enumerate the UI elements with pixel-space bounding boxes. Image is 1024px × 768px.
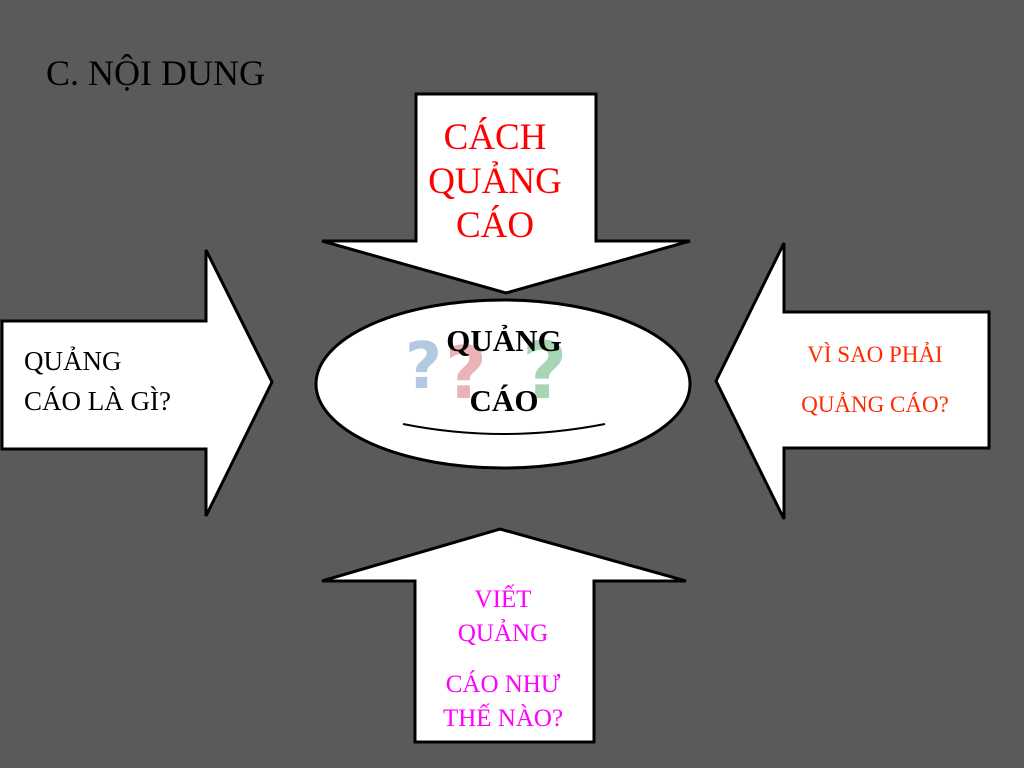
arrow-top-line: QUẢNG [428, 161, 562, 202]
arrow-bottom-line: CÁO NHƯ [445, 671, 561, 698]
arrow-left [0, 249, 274, 517]
arrow-bottom [321, 527, 687, 744]
svg-text:?: ? [522, 327, 567, 417]
arrow-top-label: CÁCH QUẢNG CÁO [400, 116, 590, 248]
arrow-top [321, 92, 691, 295]
arrow-right-line: QUẢNG CÁO? [801, 392, 949, 417]
arrow-right [714, 242, 991, 520]
arrow-bottom-label: VIẾT QUẢNG CÁO NHƯ THẾ NÀO? [418, 583, 588, 736]
arrow-bottom-line: VIẾT [474, 586, 532, 613]
question-marks-icon: ? ? ? [405, 327, 567, 417]
arrow-left-line: CÁO LÀ GÌ? [24, 386, 171, 416]
arrow-left-line: QUẢNG [24, 346, 122, 376]
center-underline-arc [402, 423, 606, 435]
arrow-left-label: QUẢNG CÁO LÀ GÌ? [24, 341, 171, 421]
svg-text:?: ? [405, 330, 442, 404]
center-line: QUẢNG [446, 323, 562, 358]
arrow-bottom-line: THẾ NÀO? [442, 705, 564, 732]
arrow-top-line: CÁCH [443, 117, 547, 158]
svg-text:?: ? [445, 331, 487, 415]
arrow-right-line: VÌ SAO PHẢI [807, 342, 943, 367]
arrow-top-line: CÁO [455, 205, 535, 246]
center-line: CÁO [469, 383, 539, 418]
arrow-right-label: VÌ SAO PHẢI QUẢNG CÁO? [760, 342, 990, 432]
slide-title: C. NỘI DUNG [46, 53, 265, 93]
center-label: QUẢNG CÁO [404, 320, 604, 422]
arrow-bottom-line: QUẢNG [457, 620, 549, 647]
